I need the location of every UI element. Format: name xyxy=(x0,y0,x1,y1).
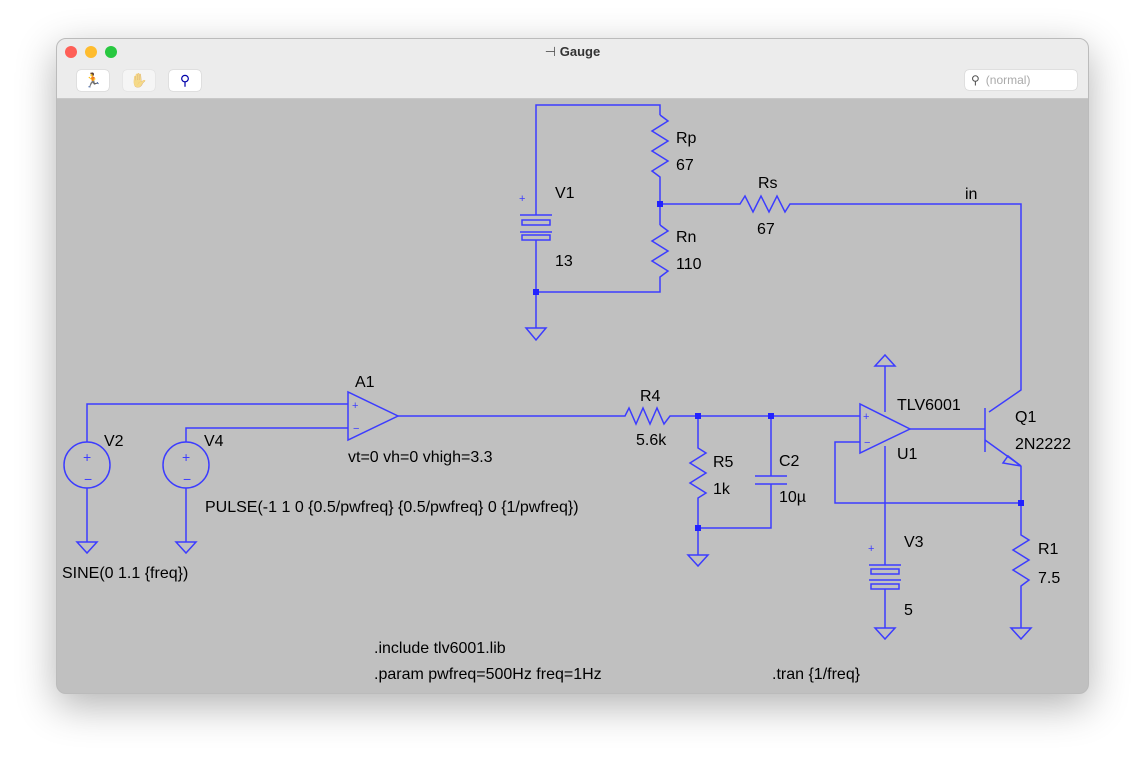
resistor-r5 xyxy=(688,416,772,529)
search-field[interactable]: ⚲ (normal) xyxy=(965,70,1077,90)
r4-value[interactable]: 5.6k xyxy=(636,432,667,449)
title-bar: ⊣ Gauge 🏃 ✋ ⚲ ⚲ (normal) xyxy=(57,39,1088,99)
r5-value[interactable]: 1k xyxy=(713,481,731,498)
svg-text:−: − xyxy=(183,471,191,487)
minimize-button[interactable] xyxy=(85,46,97,58)
r1-label: R1 xyxy=(1038,541,1059,558)
junctions xyxy=(533,201,1024,531)
q1-model[interactable]: 2N2222 xyxy=(1015,436,1071,453)
search-icon: ⚲ xyxy=(971,73,980,87)
v1-label: V1 xyxy=(555,185,575,202)
r5-label: R5 xyxy=(713,454,734,471)
param-directive[interactable]: .param pwfreq=500Hz freq=1Hz xyxy=(374,666,602,683)
v3-value[interactable]: 5 xyxy=(904,602,913,619)
rs-label: Rs xyxy=(758,175,778,192)
window-title: Gauge xyxy=(559,44,601,59)
v4-label: V4 xyxy=(204,433,224,450)
v2-label: V2 xyxy=(104,433,124,450)
v4-value[interactable]: PULSE(-1 1 0 {0.5/pwfreq} {0.5/pwfreq} 0… xyxy=(205,499,579,516)
v2-value[interactable]: SINE(0 1.1 {freq}) xyxy=(62,565,188,582)
tran-directive[interactable]: .tran {1/freq} xyxy=(772,666,861,683)
v3-label: V3 xyxy=(904,534,924,551)
run-button[interactable]: 🏃 xyxy=(77,70,109,91)
svg-text:+: + xyxy=(182,449,190,465)
net-label-in[interactable]: in xyxy=(965,186,977,203)
a1-params[interactable]: vt=0 vh=0 vhigh=3.3 xyxy=(348,449,493,466)
c2-value[interactable]: 10µ xyxy=(779,489,806,506)
v1-value[interactable]: 13 xyxy=(555,253,573,270)
ltspice-window: ⊣ Gauge 🏃 ✋ ⚲ ⚲ (normal) xyxy=(56,38,1089,694)
rp-value[interactable]: 67 xyxy=(676,157,694,174)
u1-model[interactable]: TLV6001 xyxy=(897,397,961,414)
r4-label: R4 xyxy=(640,388,661,405)
schematic-icon: ⊣ xyxy=(544,44,560,59)
rs-value[interactable]: 67 xyxy=(757,221,775,238)
zoom-button[interactable] xyxy=(105,46,117,58)
svg-text:−: − xyxy=(84,471,92,487)
svg-text:+: + xyxy=(519,193,525,205)
resistor-rp xyxy=(650,114,670,225)
rn-label: Rn xyxy=(676,229,696,246)
u1-label: U1 xyxy=(897,446,918,463)
close-button[interactable] xyxy=(65,46,77,58)
c2-label: C2 xyxy=(779,453,800,470)
labels: Rp 67 V1 13 Rn 110 Rs 67 in A1 vt=0 vh=0… xyxy=(62,130,1071,683)
svg-text:−: − xyxy=(864,437,870,449)
wires xyxy=(63,104,1033,641)
probe-button[interactable]: ⚲ xyxy=(169,70,201,91)
q1-label: Q1 xyxy=(1015,409,1036,426)
svg-text:−: − xyxy=(353,423,359,435)
resistor-rs xyxy=(660,194,1022,413)
svg-text:+: + xyxy=(83,449,91,465)
pin-marks: + − + − + − + − + + xyxy=(83,193,874,555)
svg-text:+: + xyxy=(863,411,869,423)
a1-label: A1 xyxy=(355,374,375,391)
rn-value[interactable]: 110 xyxy=(676,256,702,273)
svg-text:+: + xyxy=(352,400,358,412)
halt-hand-icon: ✋ xyxy=(130,72,148,88)
resistor-rn xyxy=(535,224,670,293)
svg-text:+: + xyxy=(868,543,874,555)
search-placeholder: (normal) xyxy=(985,73,1031,87)
run-icon: 🏃 xyxy=(84,72,102,88)
halt-button[interactable]: ✋ xyxy=(123,70,155,91)
r1-value[interactable]: 7.5 xyxy=(1038,570,1060,587)
resistor-r1 xyxy=(1011,466,1031,628)
probe-icon: ⚲ xyxy=(179,72,191,88)
include-directive[interactable]: .include tlv6001.lib xyxy=(374,640,506,657)
rp-label: Rp xyxy=(676,130,697,147)
